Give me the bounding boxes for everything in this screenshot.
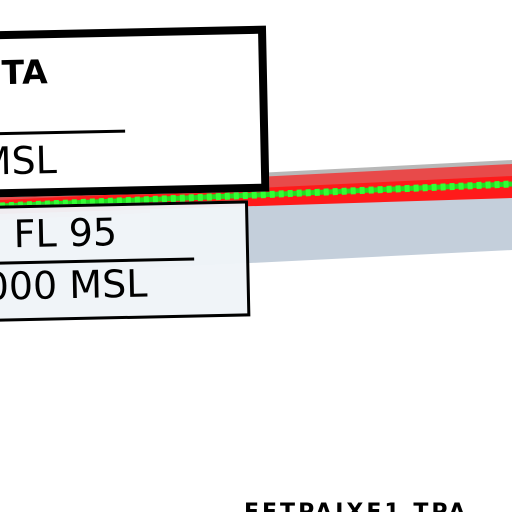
limit-divider — [0, 129, 126, 136]
cta-airspace-label: CTA 5 MSL — [0, 25, 270, 198]
route-line-dashes — [0, 180, 512, 210]
tma-airspace-label: FL 95 000 MSL — [0, 200, 251, 322]
airspace-lower-limit: 000 MSL — [0, 261, 148, 309]
route-name-label: EFTPAIXE1 TPA — [244, 500, 468, 512]
airspace-name: CTA — [0, 52, 49, 93]
airspace-lower-limit: MSL — [0, 138, 58, 184]
airspace-upper-limit: FL 95 — [13, 210, 118, 257]
airspace-upper-limit: 5 — [0, 91, 3, 136]
